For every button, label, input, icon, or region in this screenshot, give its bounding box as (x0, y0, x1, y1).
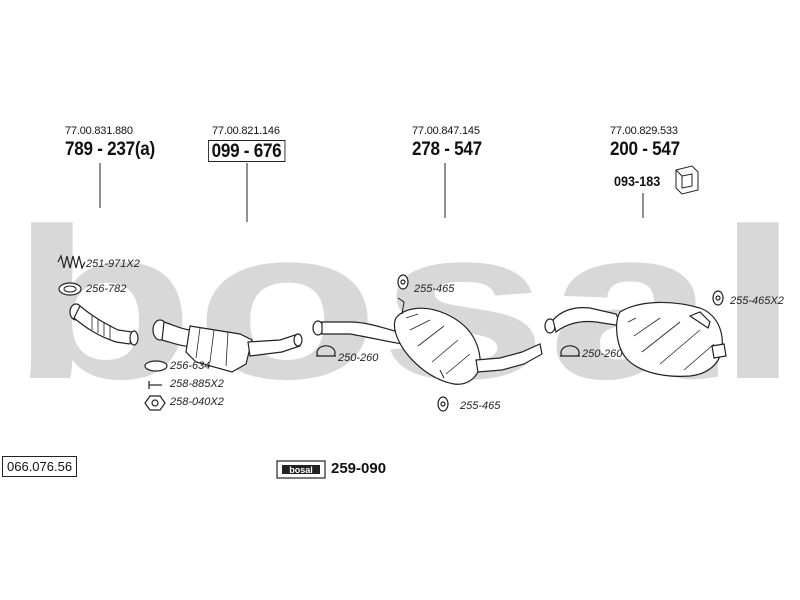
front-gasket-icon (58, 282, 82, 296)
part-number-4: 200 - 547 (610, 139, 680, 160)
part-number-1: 789 - 237(a) (65, 139, 155, 160)
label-mount-mid-bottom: 255-465 (460, 400, 501, 412)
label-mount-mid-top: 255-465 (414, 283, 455, 295)
oem-number-1: 77.00.831.880 (65, 125, 133, 137)
rear-silencer-icon (544, 301, 727, 377)
oem-number-3: 77.00.847.145 (412, 125, 480, 137)
bracket-icon (675, 165, 699, 195)
part-number-2: 099 - 676 (208, 140, 286, 162)
label-gasket-cat: 256-634 (170, 360, 211, 372)
middle-silencer-icon (312, 307, 543, 385)
main-part-number: 259-090 (331, 460, 387, 477)
bosal-badge: bosal (276, 460, 326, 479)
label-bolt: 258-885X2 (170, 378, 224, 390)
label-clamp-mid: 250-260 (338, 352, 379, 364)
rear-clamp-icon (560, 345, 580, 357)
part-number-3: 278 - 547 (412, 139, 482, 160)
front-pipe-icon (69, 303, 139, 346)
mount-rear-icon (712, 290, 724, 306)
oem-number-4: 77.00.829.533 (610, 125, 678, 137)
bosal-badge-text: bosal (289, 465, 313, 475)
hanger-mid (397, 297, 405, 315)
reference-number: 066.076.56 (2, 456, 78, 477)
bracket-part-number: 093-183 (614, 173, 661, 189)
spring-icon (57, 254, 86, 270)
label-gasket-front: 256-782 (86, 283, 127, 295)
label-mount-rear: 255-465X2 (730, 295, 784, 307)
cat-gasket-icon (144, 360, 168, 372)
mount-mid-bottom-icon (437, 396, 449, 412)
catalytic-converter-icon (152, 319, 303, 373)
label-nut: 258-040X2 (170, 396, 224, 408)
middle-clamp-icon (316, 345, 336, 357)
label-clamp-rear: 250-260 (582, 348, 623, 360)
nut-icon (144, 395, 166, 411)
bolt-icon (148, 381, 162, 389)
mount-mid-top-icon (397, 274, 409, 290)
hanger-mid-low (439, 369, 445, 379)
label-spring: 251-971X2 (86, 258, 140, 270)
oem-number-2: 77.00.821.146 (212, 125, 280, 137)
